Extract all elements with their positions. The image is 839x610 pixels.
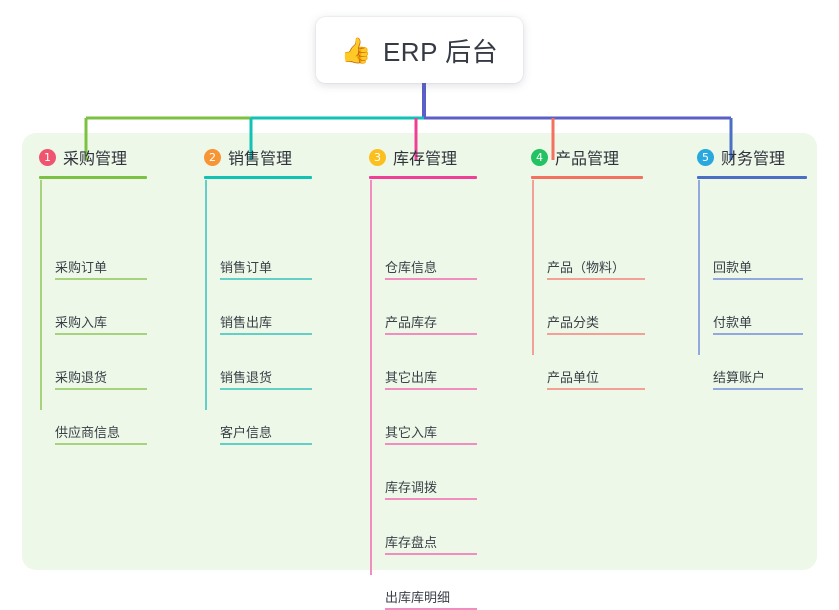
branch-item-underline [55, 333, 147, 335]
branch-column-1: 1 采购管理采购订单采购入库采购退货供应商信息 [39, 146, 147, 445]
branch-item-label: 销售出库 [220, 315, 273, 330]
branch-item-label: 仓库信息 [385, 260, 438, 275]
branch-title: 销售管理 [228, 151, 293, 168]
branch-item-underline [713, 278, 803, 280]
branch-number-badge: 1 [39, 148, 56, 166]
branch-item-label: 付款单 [713, 315, 753, 330]
branch-item-label: 出库库明细 [385, 590, 451, 605]
root-node-content: 👍 ERP 后台 [341, 32, 498, 69]
branch-header-underline [369, 176, 477, 179]
branch-number-badge: 3 [369, 148, 386, 166]
branch-item-label: 回款单 [713, 260, 753, 275]
branch-item-label: 其它入库 [385, 425, 438, 440]
branch-item-label: 产品（物料） [547, 260, 626, 275]
erp-mindmap-canvas: 👍 ERP 后台 1 采购管理采购订单采购入库采购退货供应商信息 2 销售管理销售订单… [22, 17, 817, 610]
branch-item-label: 库存调拨 [385, 480, 438, 495]
branch-item-label: 采购入库 [55, 315, 108, 330]
branch-item-underline [220, 278, 312, 280]
branch-item-underline [385, 608, 477, 610]
branch-item-underline [385, 278, 477, 280]
branch-header-5[interactable]: 5 财务管理 [697, 146, 807, 168]
branch-item-underline [220, 333, 312, 335]
branch-number-badge: 2 [204, 148, 221, 166]
branch-title: 财务管理 [721, 151, 786, 168]
branch-number-badge: 4 [531, 148, 548, 166]
branch-header-1[interactable]: 1 采购管理 [39, 146, 147, 168]
branch-item-underline [220, 388, 312, 390]
branch-column-3: 3 库存管理仓库信息产品库存其它出库其它入库库存调拨库存盘点出库库明细 [369, 146, 477, 610]
branch-item-label: 销售退货 [220, 370, 273, 385]
branch-item-underline [713, 388, 803, 390]
root-node[interactable]: 👍 ERP 后台 [316, 17, 523, 83]
branch-item-underline [385, 553, 477, 555]
branch-item-underline [713, 333, 803, 335]
branch-header-2[interactable]: 2 销售管理 [204, 146, 312, 168]
branch-header-3[interactable]: 3 库存管理 [369, 146, 477, 168]
branch-item-label: 其它出库 [385, 370, 438, 385]
branch-item-underline [220, 443, 312, 445]
branch-item-underline [385, 388, 477, 390]
branch-column-4: 4 产品管理产品（物料） 产品分类产品单位 [531, 146, 645, 390]
branch-item-label: 产品分类 [547, 315, 600, 330]
branch-item-underline [547, 333, 645, 335]
branch-header-underline [531, 176, 643, 179]
branch-item-label: 客户信息 [220, 425, 273, 440]
branch-item-underline [385, 498, 477, 500]
branch-item-underline [55, 388, 147, 390]
branches-panel [22, 133, 817, 570]
branch-item-underline [547, 388, 645, 390]
branch-title: 产品管理 [555, 151, 620, 168]
branch-item-label: 供应商信息 [55, 425, 121, 440]
branch-title: 库存管理 [393, 151, 458, 168]
branch-item-underline [385, 443, 477, 445]
branch-header-underline [204, 176, 312, 179]
branch-number-badge: 5 [697, 148, 714, 166]
branch-item-underline [385, 333, 477, 335]
branch-header-4[interactable]: 4 产品管理 [531, 146, 643, 168]
branch-item-label: 产品库存 [385, 315, 438, 330]
branch-header-underline [39, 176, 147, 179]
branch-header-underline [697, 176, 807, 179]
branch-item-label: 销售订单 [220, 260, 273, 275]
branch-item-label: 采购退货 [55, 370, 108, 385]
branch-item-label: 库存盘点 [385, 535, 438, 550]
thumbs-up-icon: 👍 [340, 35, 372, 65]
branch-item-label: 产品单位 [547, 370, 600, 385]
branch-column-2: 2 销售管理销售订单销售出库销售退货客户信息 [204, 146, 312, 445]
branch-item-underline [55, 278, 147, 280]
root-title: ERP 后台 [382, 36, 499, 67]
branch-item-underline [55, 443, 147, 445]
branch-column-5: 5 财务管理回款单付款单结算账户 [697, 146, 807, 390]
branch-item-label: 结算账户 [713, 370, 766, 385]
branch-title: 采购管理 [63, 151, 128, 168]
branch-item-underline [547, 278, 645, 280]
branch-item-label: 采购订单 [55, 260, 108, 275]
